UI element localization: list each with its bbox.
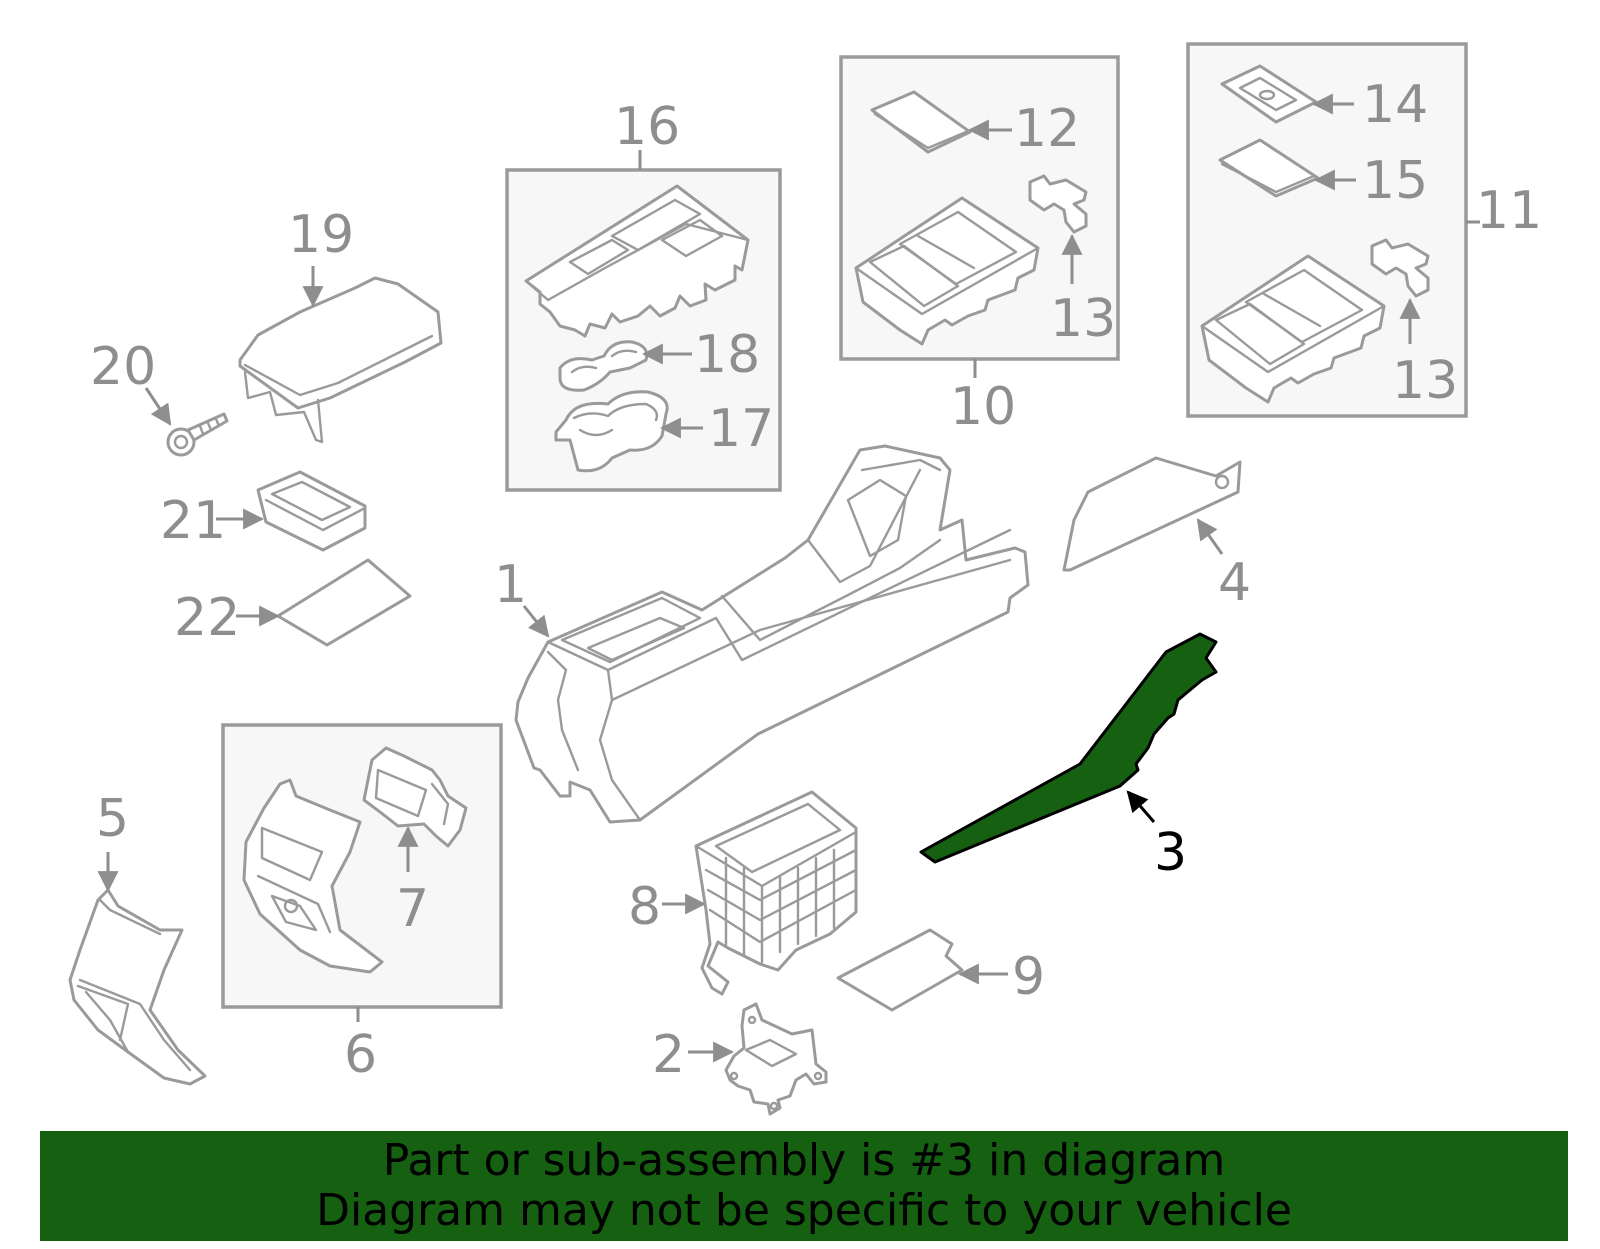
part-16-bezel[interactable] — [524, 184, 750, 338]
label-8: 8 — [628, 877, 661, 937]
label-15: 15 — [1362, 151, 1428, 211]
part-4-panel[interactable] — [1062, 456, 1242, 572]
label-14: 14 — [1362, 75, 1428, 135]
label-4: 4 — [1218, 553, 1251, 613]
label-7: 7 — [396, 879, 429, 939]
label-2: 2 — [652, 1025, 685, 1085]
banner-line-1: Part or sub-assembly is #3 in diagram — [382, 1135, 1226, 1186]
part-1-console[interactable] — [514, 444, 1030, 824]
part-6-rear-panel[interactable] — [242, 778, 384, 974]
part-22-mat[interactable] — [276, 558, 412, 647]
leader-lines — [97, 93, 1480, 1063]
part-7-duct[interactable] — [362, 746, 468, 848]
label-12: 12 — [1014, 99, 1080, 159]
banner-background — [40, 1131, 1568, 1241]
part-13-clip-a[interactable] — [1028, 174, 1088, 234]
info-banner: Part or sub-assembly is #3 in diagram Di… — [40, 1131, 1568, 1241]
label-5: 5 — [96, 789, 129, 849]
label-11: 11 — [1476, 181, 1542, 241]
part-2-bracket[interactable] — [724, 1002, 828, 1116]
label-13b: 13 — [1392, 351, 1458, 411]
part-13-clip-b[interactable] — [1370, 238, 1430, 298]
banner-line-2: Diagram may not be specific to your vehi… — [316, 1185, 1292, 1236]
part-11-bin[interactable] — [1200, 254, 1386, 404]
part-labels: 16 19 20 21 22 18 17 12 13 10 14 15 11 1… — [90, 75, 1542, 1085]
label-17: 17 — [708, 399, 774, 459]
part-17-cupholder[interactable] — [554, 390, 669, 473]
label-3: 3 — [1154, 823, 1187, 883]
label-20: 20 — [90, 337, 156, 397]
label-22: 22 — [174, 588, 240, 648]
label-16: 16 — [614, 97, 680, 157]
label-19: 19 — [288, 205, 354, 265]
part-20-screw[interactable] — [166, 412, 229, 457]
label-18: 18 — [694, 325, 760, 385]
part-9-mat[interactable] — [836, 928, 964, 1012]
label-10: 10 — [950, 377, 1016, 437]
label-9: 9 — [1012, 947, 1045, 1007]
label-6: 6 — [344, 1025, 377, 1085]
label-1: 1 — [494, 555, 527, 615]
part-10-bin[interactable] — [854, 196, 1040, 346]
part-21-tray[interactable] — [256, 470, 367, 552]
part-5-rear-trim[interactable] — [68, 888, 207, 1086]
label-21: 21 — [160, 491, 226, 551]
part-3-trim-panel[interactable] — [919, 632, 1218, 864]
part-8-bin[interactable] — [694, 790, 858, 996]
label-13a: 13 — [1050, 289, 1116, 349]
part-19-armrest[interactable] — [238, 276, 443, 444]
